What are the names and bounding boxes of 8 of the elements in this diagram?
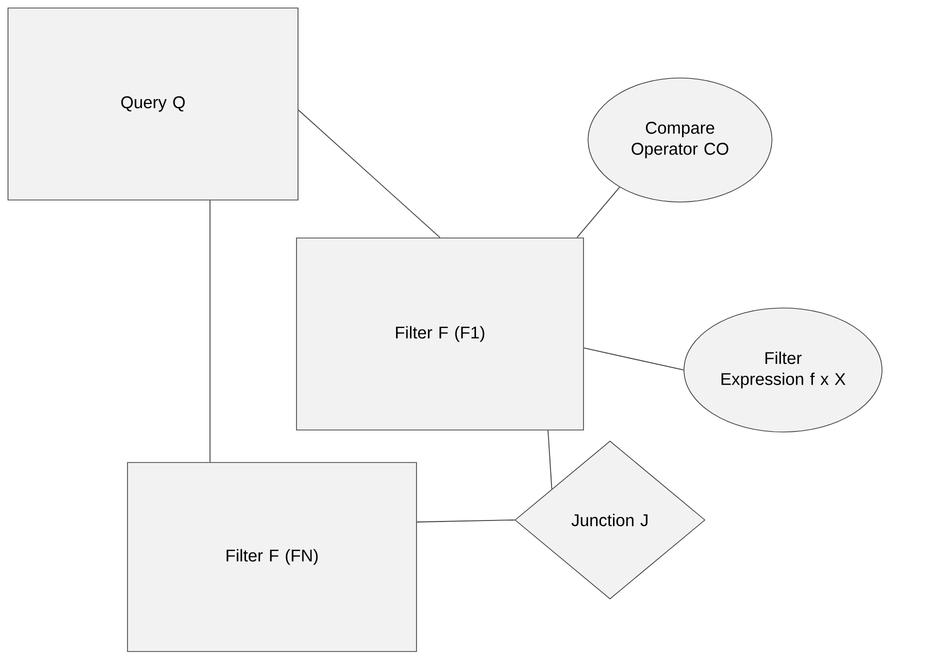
- connector-line: [576, 186, 620, 238]
- connector-line: [416, 520, 516, 522]
- connector-line: [298, 110, 440, 238]
- process-box: Filter F (F1): [296, 238, 584, 430]
- connector-line: [583, 348, 684, 370]
- process-box: Query Q: [8, 8, 298, 200]
- connector-line: [548, 430, 552, 490]
- process-box: Filter F (FN): [127, 462, 417, 652]
